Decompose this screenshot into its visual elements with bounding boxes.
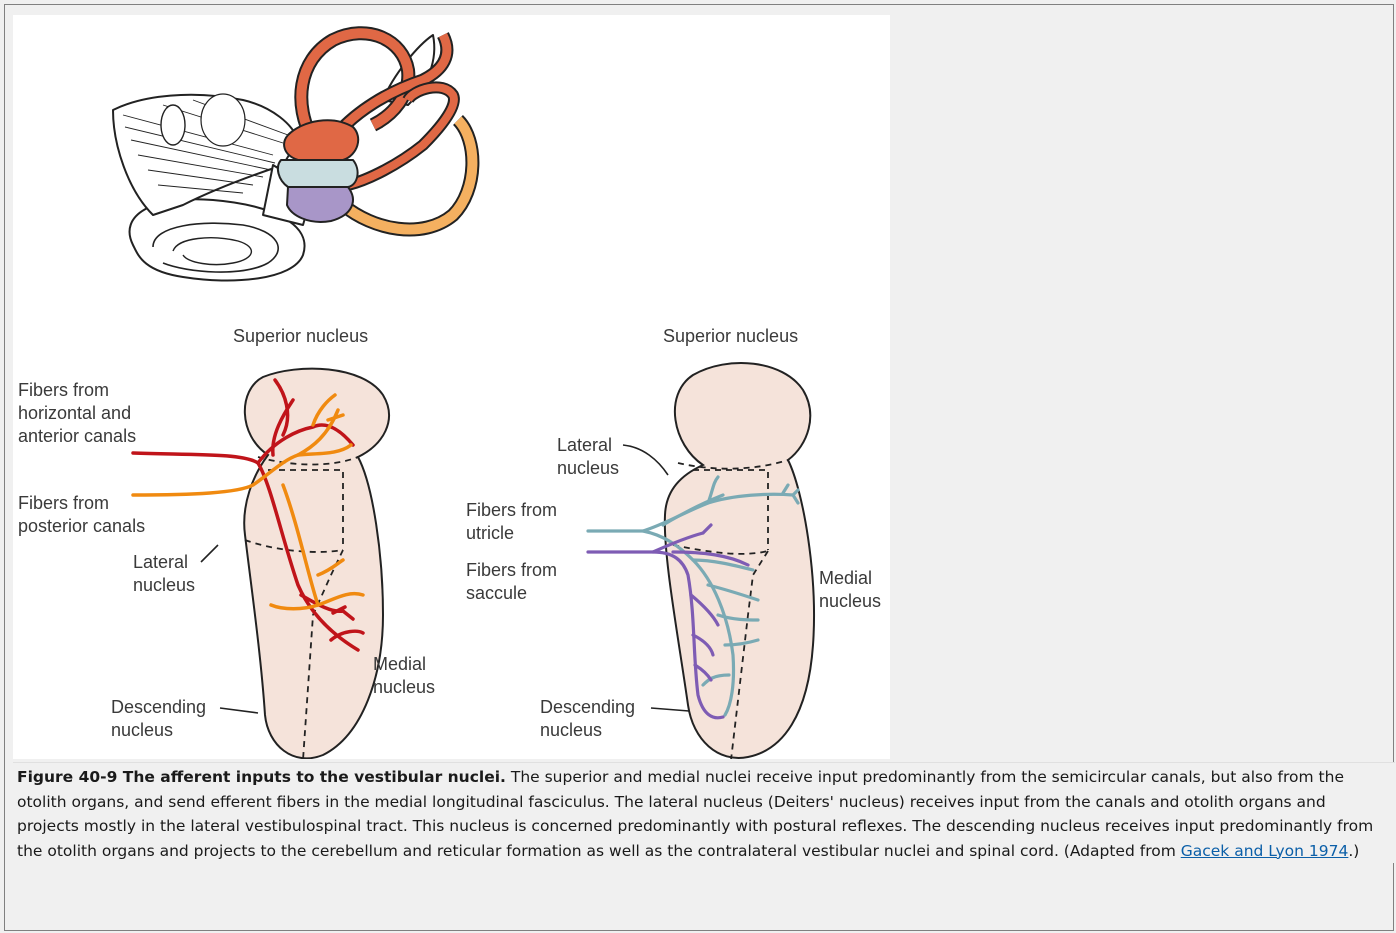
left-medial-label-2: nucleus	[373, 677, 435, 697]
right-lateral-leader	[623, 445, 668, 475]
right-superior-label: Superior nucleus	[663, 326, 798, 346]
left-nucleus-drawing: Superior nucleus Fibers from horizontal …	[18, 326, 435, 759]
left-descending-label-2: nucleus	[111, 720, 173, 740]
page-frame: Superior nucleus Fibers from horizontal …	[4, 4, 1394, 931]
left-lateral-label-2: nucleus	[133, 575, 195, 595]
left-fibers-post-label-2: posterior canals	[18, 516, 145, 536]
figure-illustration: Superior nucleus Fibers from horizontal …	[13, 15, 890, 759]
right-descending-leader	[651, 708, 689, 711]
left-lateral-label-1: Lateral	[133, 552, 188, 572]
left-descending-label-1: Descending	[111, 697, 206, 717]
right-lateral-label-2: nucleus	[557, 458, 619, 478]
caption-tail: .)	[1348, 842, 1359, 860]
left-descending-leader	[220, 708, 258, 713]
right-utricle-label-2: utricle	[466, 523, 514, 543]
right-lateral-label-1: Lateral	[557, 435, 612, 455]
right-saccule-label-1: Fibers from	[466, 560, 557, 580]
left-medial-label-1: Medial	[373, 654, 426, 674]
left-fibers-post-label-1: Fibers from	[18, 493, 109, 513]
right-saccule-label-2: saccule	[466, 583, 527, 603]
left-fibers-hz-label-3: anterior canals	[18, 426, 136, 446]
inner-ear-drawing	[113, 33, 472, 280]
right-descending-label-2: nucleus	[540, 720, 602, 740]
right-descending-label-1: Descending	[540, 697, 635, 717]
right-medial-label-1: Medial	[819, 568, 872, 588]
left-superior-label: Superior nucleus	[233, 326, 368, 346]
right-utricle-label-1: Fibers from	[466, 500, 557, 520]
left-lateral-leader	[201, 545, 218, 562]
vestibular-diagram: Superior nucleus Fibers from horizontal …	[13, 15, 890, 759]
left-fibers-hz-label-2: horizontal and	[18, 403, 131, 423]
left-fibers-hz-label-1: Fibers from	[18, 380, 109, 400]
caption-title: Figure 40-9 The afferent inputs to the v…	[17, 768, 506, 786]
figure-caption: Figure 40-9 The afferent inputs to the v…	[13, 762, 1395, 863]
reference-link[interactable]: Gacek and Lyon 1974	[1181, 842, 1349, 860]
right-medial-label-2: nucleus	[819, 591, 881, 611]
right-nucleus-drawing: Superior nucleus Lateral nucleus Fibers …	[466, 326, 881, 759]
